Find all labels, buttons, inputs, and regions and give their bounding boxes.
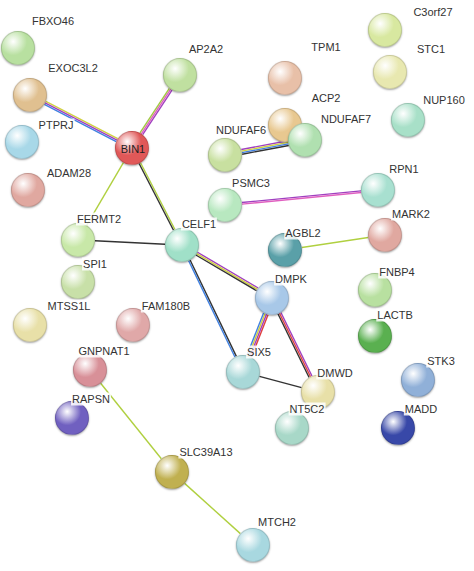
protein-node: TPM1 xyxy=(268,61,302,95)
node-label: NT5C2 xyxy=(289,403,326,416)
interaction-edge xyxy=(185,483,241,533)
protein-node: SPI1 xyxy=(61,265,95,299)
node-label: RPN1 xyxy=(388,163,419,176)
evidence-line xyxy=(242,192,361,204)
protein-node: FAM180B xyxy=(116,308,150,342)
node-label: GNPNAT1 xyxy=(77,345,130,358)
interaction-edge xyxy=(140,88,172,134)
node-label: AGBL2 xyxy=(284,227,321,240)
protein-node: SIX5 xyxy=(226,355,260,389)
node-label: PSMC3 xyxy=(231,177,271,190)
interaction-edge xyxy=(196,252,258,291)
evidence-line xyxy=(139,163,173,230)
node-label: DMWD xyxy=(316,367,353,380)
node-label: MARK2 xyxy=(391,208,431,221)
evidence-line xyxy=(141,89,170,134)
node-label: NDUFAF6 xyxy=(215,124,267,137)
interaction-edge xyxy=(242,191,361,204)
evidence-line xyxy=(189,261,235,357)
evidence-line xyxy=(278,314,309,377)
protein-node: GNPNAT1 xyxy=(73,353,107,387)
node-label: ADAM28 xyxy=(46,167,92,180)
node-label: LACTB xyxy=(376,309,413,322)
interaction-edge xyxy=(189,260,237,357)
protein-node: RPN1 xyxy=(361,173,395,207)
node-label: MADD xyxy=(404,403,438,416)
node-label: EXOC3L2 xyxy=(47,62,99,75)
protein-node: RAPSN xyxy=(55,401,89,435)
interaction-edge xyxy=(259,376,301,387)
node-label: RAPSN xyxy=(71,393,111,406)
node-label: SIX5 xyxy=(246,346,272,359)
protein-node: ADAM28 xyxy=(11,173,45,207)
protein-node: NT5C2 xyxy=(275,411,309,445)
protein-node: FNBP4 xyxy=(358,273,392,307)
node-label: SPI1 xyxy=(82,258,108,271)
protein-node: LACTB xyxy=(358,319,392,353)
protein-node: AP2A2 xyxy=(163,58,197,92)
node-label: FAM180B xyxy=(141,300,191,313)
evidence-line xyxy=(185,483,241,533)
evidence-line xyxy=(242,145,289,154)
evidence-line xyxy=(140,88,169,133)
protein-node: BIN1 xyxy=(115,131,149,165)
evidence-line xyxy=(242,144,289,153)
evidence-line xyxy=(279,313,310,376)
evidence-line xyxy=(259,376,301,387)
node-label: FBXO46 xyxy=(31,15,75,28)
protein-node: PTPRJ xyxy=(5,125,39,159)
protein-node: EXOC3L2 xyxy=(13,78,47,112)
protein-node: SLC39A13 xyxy=(155,455,189,489)
node-label: SLC39A13 xyxy=(178,446,233,459)
node-label: C3orf27 xyxy=(412,6,453,19)
evidence-line xyxy=(197,252,258,288)
node-label: STC1 xyxy=(416,43,446,56)
evidence-line xyxy=(95,241,165,244)
node-label: BIN1 xyxy=(120,143,146,156)
node-label: FNBP4 xyxy=(378,266,415,279)
protein-node: AGBL2 xyxy=(268,233,302,267)
protein-node: MTSS1L xyxy=(13,308,47,342)
node-label: PTPRJ xyxy=(38,119,75,132)
protein-node: NDUFAF6 xyxy=(208,138,242,172)
protein-node: STK3 xyxy=(401,363,435,397)
protein-node: C3orf27 xyxy=(368,13,402,47)
interaction-edge xyxy=(241,141,288,154)
evidence-line xyxy=(281,313,312,376)
node-label: TPM1 xyxy=(310,41,341,54)
evidence-line xyxy=(197,254,258,290)
interaction-edge xyxy=(278,313,312,378)
node-label: FERMT2 xyxy=(76,213,122,226)
node-label: ACP2 xyxy=(311,92,342,105)
evidence-line xyxy=(242,191,361,203)
node-label: STK3 xyxy=(426,355,456,368)
node-label: CELF1 xyxy=(181,218,217,231)
protein-node: FBXO46 xyxy=(1,31,35,65)
protein-node: MADD xyxy=(381,411,415,445)
protein-node: MTCH2 xyxy=(236,528,270,562)
protein-node: STC1 xyxy=(373,55,407,89)
node-label: DMPK xyxy=(274,273,308,286)
protein-node: NDUFAF7 xyxy=(288,123,322,157)
protein-node: CELF1 xyxy=(165,228,199,262)
evidence-line xyxy=(141,163,175,230)
node-label: MTCH2 xyxy=(257,516,297,529)
node-label: AP2A2 xyxy=(188,43,224,56)
protein-node: DMPK xyxy=(255,281,289,315)
interaction-edge xyxy=(95,241,165,244)
evidence-line xyxy=(196,255,257,291)
protein-node: FERMT2 xyxy=(61,223,95,257)
protein-node: MARK2 xyxy=(368,218,402,252)
evidence-line xyxy=(190,260,236,356)
node-label: MTSS1L xyxy=(47,300,92,313)
node-label: NUP160 xyxy=(422,94,466,107)
evidence-line xyxy=(143,90,172,135)
interaction-edge xyxy=(139,163,175,231)
node-label: NDUFAF7 xyxy=(320,113,372,126)
protein-node: NUP160 xyxy=(391,103,425,137)
